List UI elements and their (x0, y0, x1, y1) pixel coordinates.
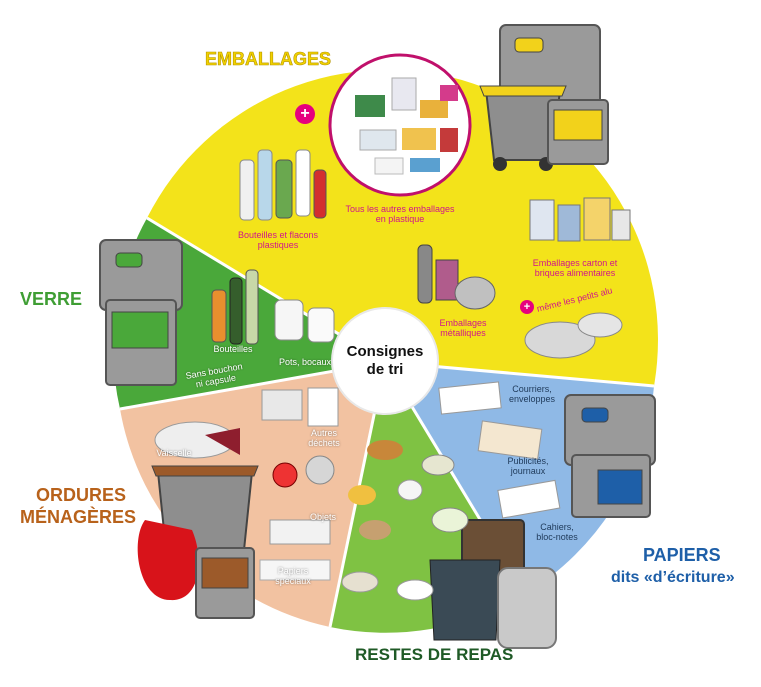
label-courriers: Courriers, enveloppes (508, 384, 556, 405)
plastic-bottles (239, 149, 327, 221)
label-cahiers: Cahiers, bloc-notes (536, 522, 578, 543)
glass-jars (274, 299, 335, 343)
verre-bin (99, 239, 183, 386)
plus-icon: + (295, 104, 315, 124)
misc-waste (259, 387, 339, 581)
title-restes: RESTES DE REPAS (355, 645, 514, 664)
label-objets: Objets (309, 512, 336, 522)
alu-items (524, 312, 623, 359)
carton-packaging (529, 197, 631, 242)
plus-icon-small: + (520, 300, 534, 314)
emballages-bin (479, 24, 609, 171)
title-papiers-line2: dits «d’écriture» (611, 569, 735, 586)
label-pots-bocaux: Pots, bocaux (278, 357, 332, 367)
label-bouteilles-flacons: Bouteilles et flacons plastiques (237, 230, 319, 251)
label-publicites: Publicités, journaux (507, 456, 549, 477)
label-autres-dechets: Autres déchets (308, 428, 340, 449)
ordures-bin (137, 465, 259, 619)
center-line2: de tri (366, 361, 404, 378)
title-verre: VERRE (20, 289, 83, 309)
center-line1: Consignes (346, 343, 424, 360)
dishes (154, 421, 240, 459)
title-ordures-line1: ORDURES (36, 485, 127, 505)
label-bouteilles: Bouteilles (213, 344, 253, 354)
plastic-packaging-bubble (328, 53, 472, 197)
label-vaisselle: Vaisselle (156, 448, 192, 458)
compost-bins (429, 519, 557, 649)
label-metalliques: Emballages métalliques (439, 318, 487, 339)
label-autres-emballages: Tous les autres emballages en plastique (345, 204, 455, 225)
title-ordures-line2: MÉNAGÈRES (20, 507, 137, 527)
label-carton-briques: Emballages carton et briques alimentaire… (532, 258, 618, 279)
center-consignes: Consignes de tri (333, 309, 437, 413)
paper-items (438, 381, 561, 519)
title-emballages: EMBALLAGES (205, 49, 332, 69)
papiers-bin (564, 394, 656, 518)
title-papiers-line1: PAPIERS (643, 545, 721, 565)
food-waste (341, 440, 469, 601)
glass-bottles (211, 269, 259, 345)
label-papiers-speciaux: Papiers spéciaux (275, 566, 311, 587)
metal-packaging (417, 244, 496, 310)
